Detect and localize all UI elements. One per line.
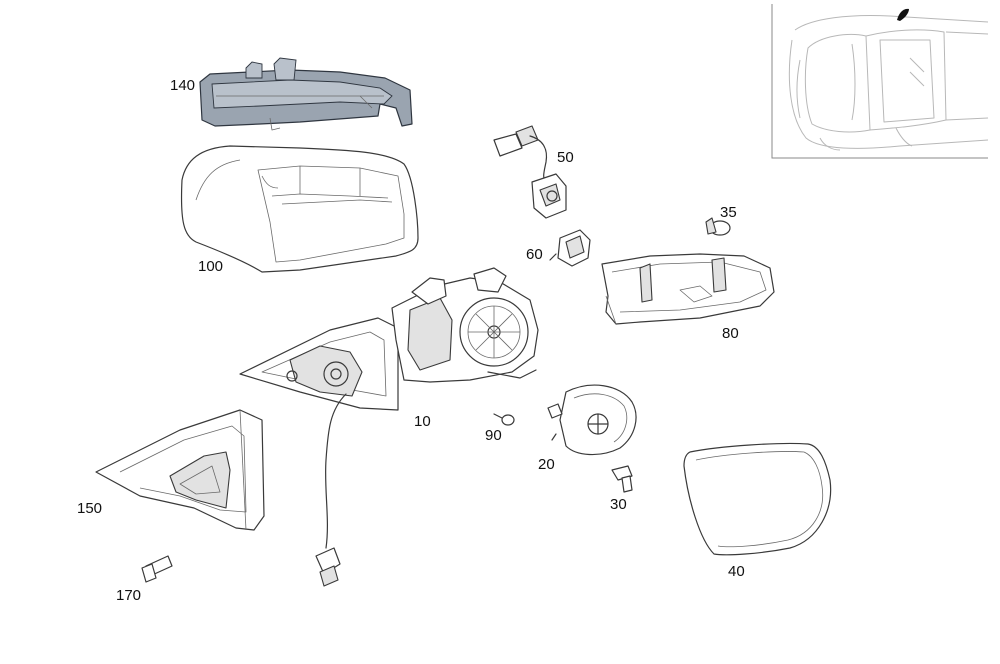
- part-90-screw: [493, 413, 515, 426]
- callout-35: 35: [720, 204, 737, 221]
- callout-50: 50: [557, 149, 574, 166]
- part-40-mirror-glass: [683, 442, 832, 556]
- callout-20: 20: [538, 456, 555, 473]
- callout-150: 150: [77, 500, 103, 517]
- part-140-turn-signal-housing: [199, 57, 413, 131]
- vehicle-locator-inset: [771, 4, 989, 159]
- part-60-connector: [549, 229, 591, 267]
- part-100-mirror-cover: [180, 145, 419, 273]
- part-30-bolt: [611, 465, 633, 493]
- callout-10: 10: [414, 413, 431, 430]
- callout-90: 90: [485, 427, 502, 444]
- vehicle-top-view-icon: [788, 15, 989, 151]
- callout-40: 40: [728, 563, 745, 580]
- part-10-mirror-base-assembly: [239, 267, 539, 587]
- part-80-lower-housing: [601, 253, 775, 325]
- callout-30: 30: [610, 496, 627, 513]
- callout-80: 80: [722, 325, 739, 342]
- part-35-bulb: [705, 217, 731, 236]
- part-170-screw: [141, 555, 173, 583]
- callout-60: 60: [526, 246, 543, 263]
- part-20-adjustment-plate: [547, 384, 637, 456]
- callout-170: 170: [116, 587, 142, 604]
- part-50-camera-harness: [493, 125, 567, 219]
- callout-100: 100: [198, 258, 224, 275]
- callout-140: 140: [170, 77, 196, 94]
- part-150-inner-trim: [95, 409, 265, 531]
- mirror-location-marker: [897, 8, 909, 21]
